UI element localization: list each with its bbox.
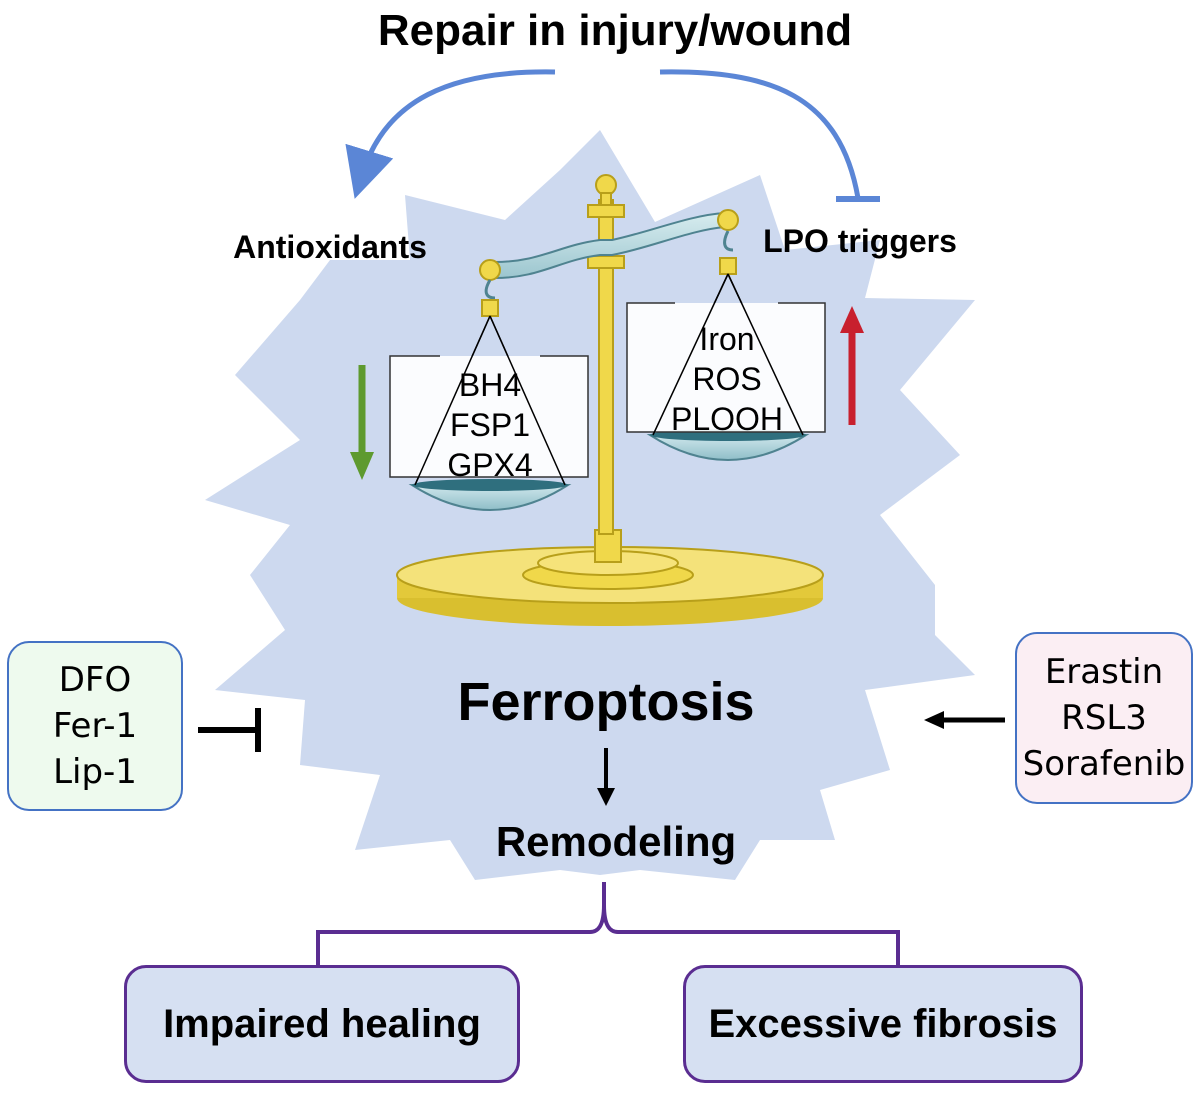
title-text: Repair in injury/wound	[378, 6, 852, 55]
inducer-arrow	[924, 711, 1005, 729]
inducer-item: Sorafenib	[1022, 744, 1186, 784]
remodeling-label: Remodeling	[496, 818, 736, 865]
right-pan	[646, 230, 810, 461]
inhibitor-tbar	[198, 708, 261, 752]
outcome-excessive-fibrosis-box: Excessive fibrosis	[683, 965, 1083, 1083]
curved-arrow-to-antioxidants	[345, 69, 556, 199]
ferroptosis-label: Ferroptosis	[457, 672, 754, 732]
beam-right-knob	[717, 209, 739, 231]
inhibitor-item: Lip-1	[53, 752, 137, 792]
pillar-collar-top	[587, 204, 625, 218]
ferroptosis-to-remodeling-arrow	[597, 748, 615, 806]
pillar-collar-bottom	[587, 255, 625, 269]
right-pan-item-2: ROS	[692, 361, 761, 397]
antioxidants-label: Antioxidants	[233, 229, 427, 265]
left-pan-item-3: GPX4	[447, 447, 532, 483]
inducer-item: Erastin	[1044, 652, 1164, 692]
outcome-impaired-healing-label: Impaired healing	[163, 1001, 481, 1046]
inhibitor-item: DFO	[58, 660, 132, 700]
left-pan-content-box: BH4 FSP1 GPX4	[389, 315, 589, 486]
inducer-box: Erastin RSL3 Sorafenib	[1015, 632, 1193, 804]
inducer-item: RSL3	[1061, 698, 1147, 738]
right-pan-item-3: PLOOH	[671, 401, 783, 437]
inhibitor-box: DFO Fer-1 Lip-1	[7, 641, 183, 811]
scale-base	[396, 529, 824, 626]
outcome-impaired-healing-box: Impaired healing	[124, 965, 520, 1083]
pillar-neck	[600, 192, 612, 206]
right-pan-content-box: Iron ROS PLOOH	[626, 273, 826, 437]
left-pan-item-2: FSP1	[450, 407, 530, 443]
outcome-bracket	[316, 882, 900, 965]
left-pan-item-1: BH4	[459, 367, 521, 403]
inhibitor-item: Fer-1	[52, 706, 138, 746]
lpo-triggers-label: LPO triggers	[763, 223, 957, 259]
curved-inhibit-to-lpo	[659, 69, 861, 199]
increase-arrow-red	[840, 306, 864, 425]
outcome-excessive-fibrosis-label: Excessive fibrosis	[708, 1001, 1058, 1046]
beam-left-knob	[479, 259, 501, 281]
right-pan-item-1: Iron	[699, 321, 754, 357]
decrease-arrow-green	[350, 365, 374, 480]
